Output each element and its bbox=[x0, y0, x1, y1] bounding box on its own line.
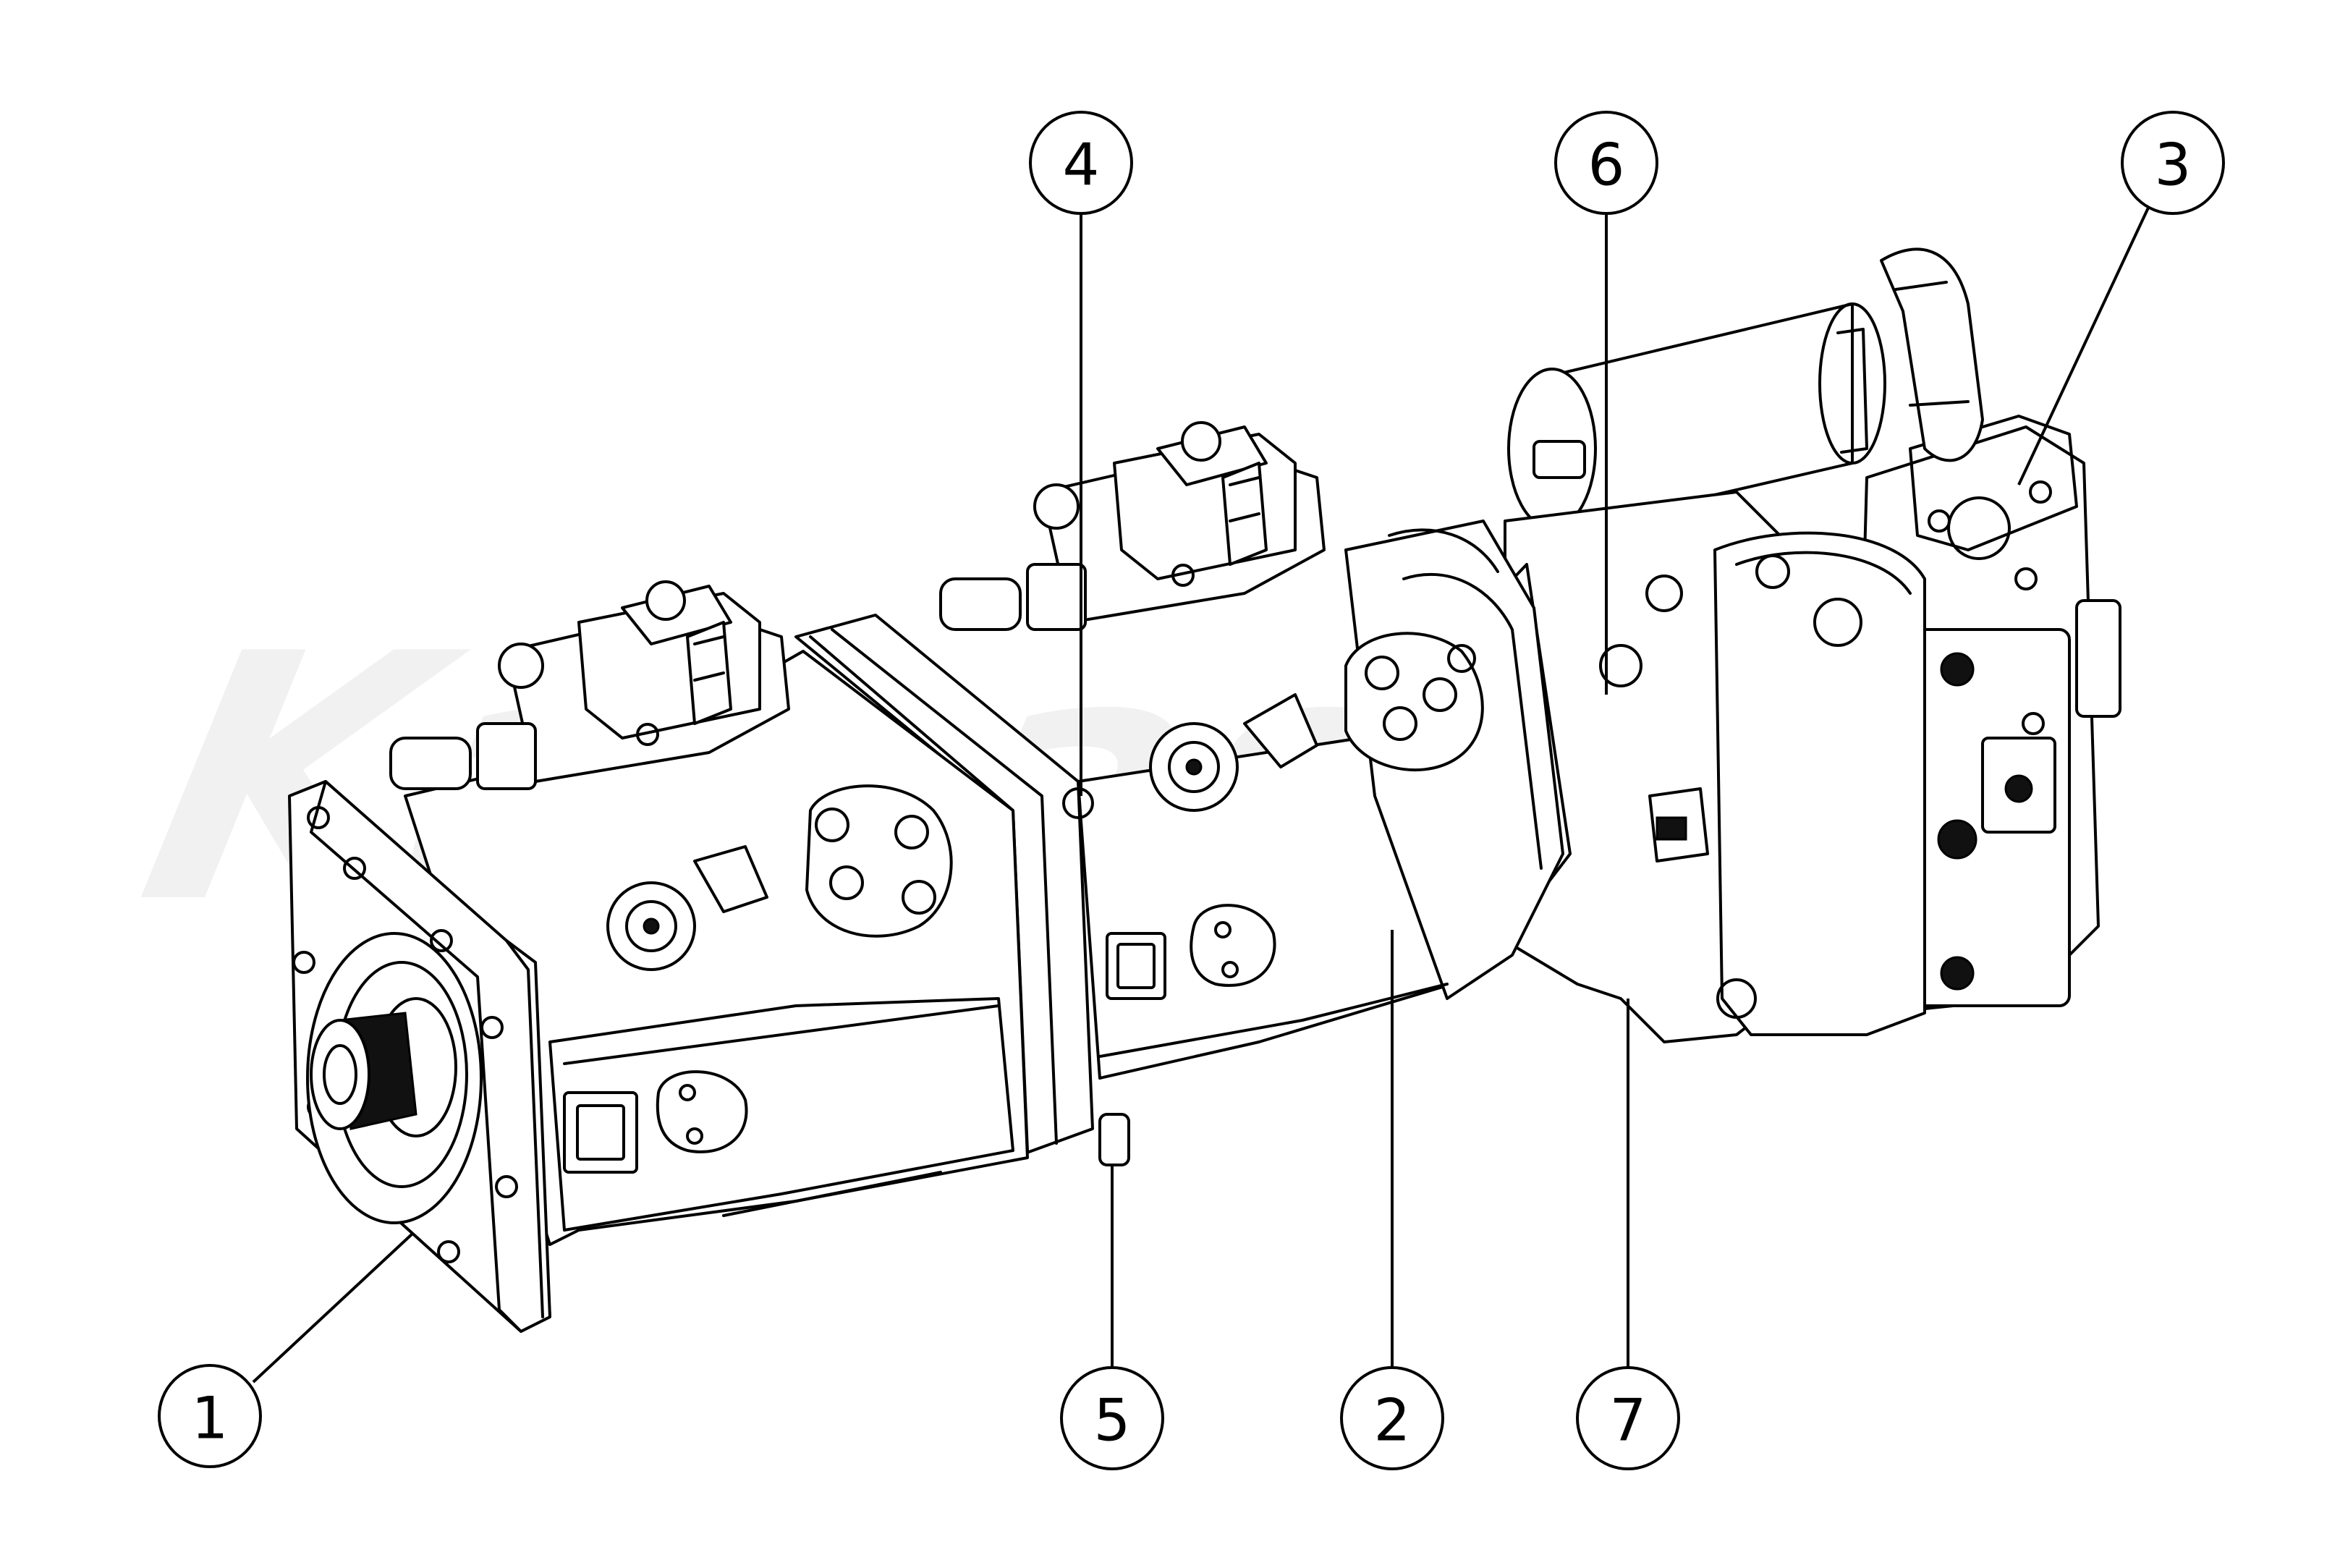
callout-label-1: 1 bbox=[192, 1385, 229, 1452]
pump-2-body bbox=[1077, 520, 1572, 1080]
pump-1-regulator bbox=[389, 580, 790, 790]
leader-line-3 bbox=[2017, 205, 2150, 486]
callout-label-3: 3 bbox=[2155, 132, 2192, 199]
callout-label-6: 6 bbox=[1588, 132, 1625, 199]
callout-circle-3 bbox=[2121, 111, 2225, 215]
pump-1-body bbox=[404, 650, 1029, 1246]
leader-line-1 bbox=[252, 1232, 414, 1383]
callout-circle-7 bbox=[1576, 1366, 1680, 1470]
callout-circle-6 bbox=[1554, 111, 1658, 215]
callouts: 1 2 3 4 5 6 7 bbox=[158, 111, 2225, 1470]
pump-line-art bbox=[288, 247, 2121, 1333]
pump-2-regulator bbox=[939, 421, 1326, 631]
callout-circle-2 bbox=[1340, 1366, 1444, 1470]
callout-circle-4 bbox=[1029, 111, 1133, 215]
accumulator-cylinder bbox=[1507, 247, 1984, 530]
callout-label-5: 5 bbox=[1094, 1387, 1131, 1454]
callout-label-7: 7 bbox=[1610, 1387, 1647, 1454]
callout-label-4: 4 bbox=[1063, 132, 1100, 199]
callout-circle-5 bbox=[1060, 1366, 1164, 1470]
rear-housing bbox=[1504, 491, 1926, 1043]
callout-circle-1 bbox=[158, 1364, 262, 1468]
mounting-flange bbox=[288, 780, 551, 1333]
callout-label-2: 2 bbox=[1374, 1387, 1411, 1454]
